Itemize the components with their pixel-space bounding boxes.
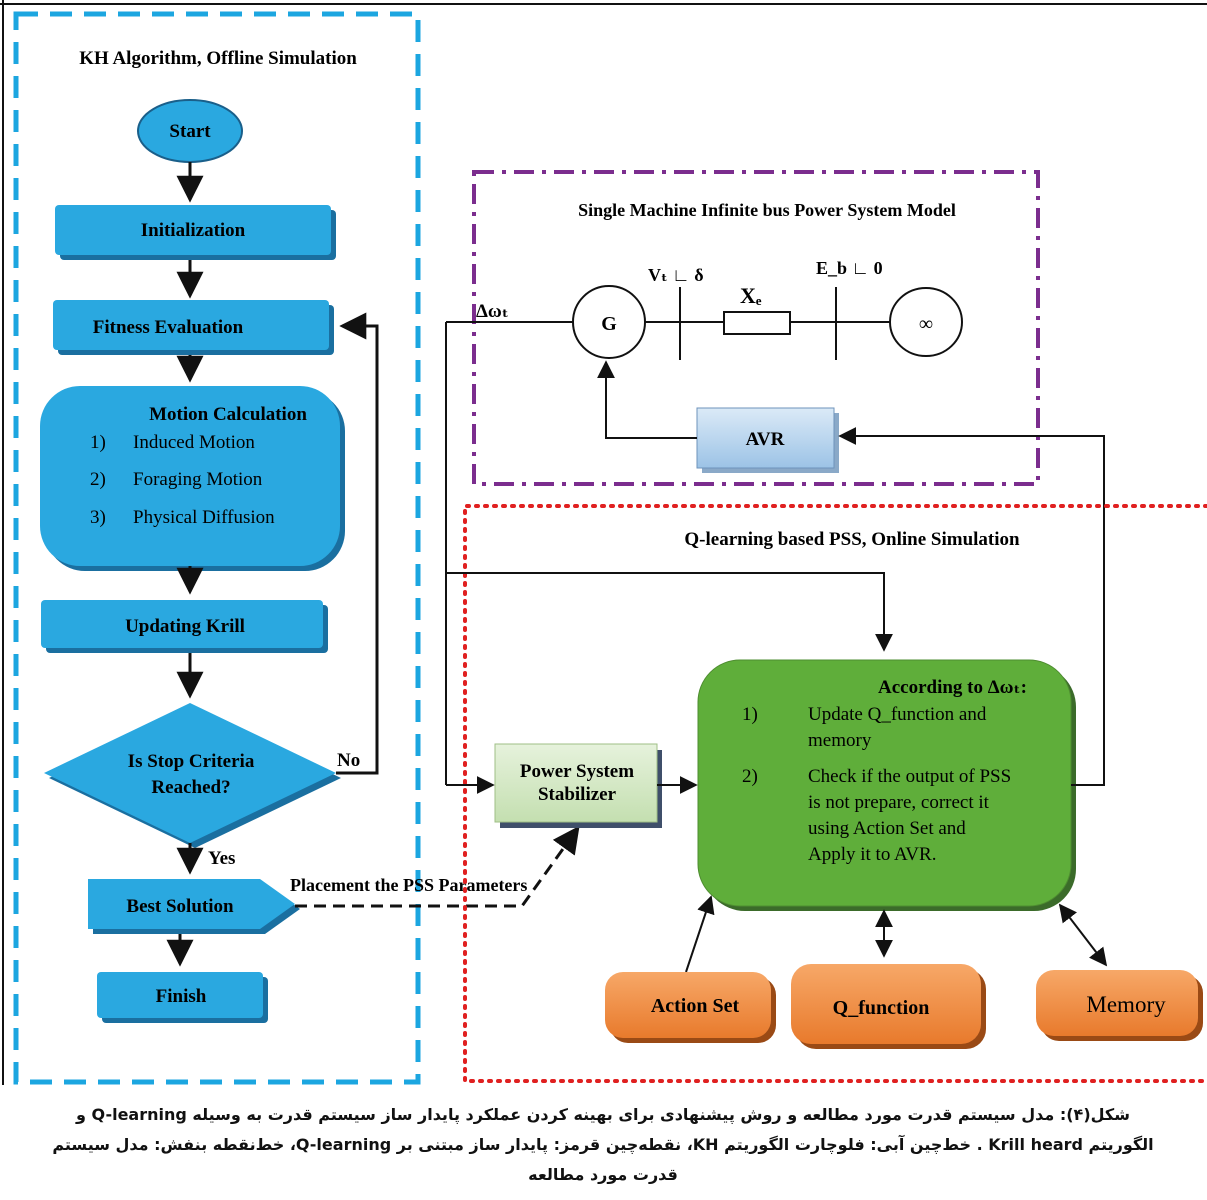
motion-item-num: 3) [90,507,106,528]
fitness-evaluation-label: Fitness Evaluation [93,317,244,338]
step2-line: is not prepare, correct it [808,792,990,813]
motion-item-text: Physical Diffusion [133,507,275,528]
updating-krill-label: Updating Krill [125,616,245,637]
q-function-label: Q_function [833,997,930,1019]
avr-label: AVR [746,429,785,450]
step2-line: Check if the output of PSS [808,766,1011,787]
q-function-box [791,964,981,1044]
smib-panel-title: Single Machine Infinite bus Power System… [578,200,956,220]
caption-line: قدرت مورد مطالعه [528,1165,678,1184]
step2-line: using Action Set and [808,818,966,839]
infinite-label: ∞ [919,313,933,335]
avr-box [696,407,835,469]
step1-line: Update Q_function and [808,704,987,725]
motion-item-text: Induced Motion [133,432,255,453]
step1-line: memory [808,730,872,751]
yes-label: Yes [208,848,235,869]
motion-item-num: 1) [90,432,106,453]
initialization-label: Initialization [141,220,246,241]
no-label: No [337,750,360,771]
stop-criteria-decision [44,703,336,843]
figure-caption: شکل(۴): مدل سیستم قدرت مورد مطالعه و روش… [12,1100,1194,1190]
motion-calculation-title: Motion Calculation [149,404,307,425]
updating-krill-box [41,600,323,648]
generator-label: G [601,313,617,335]
motion-item-text: Foraging Motion [133,469,263,490]
pss-box [494,743,658,823]
q-panel-title: Q-learning based PSS, Online Simulation [684,529,1020,550]
according-label: According to Δωₜ: [878,677,1027,698]
caption-line: شکل(۴): مدل سیستم قدرت مورد مطالعه و روش… [76,1105,1130,1124]
finish-box [97,972,263,1018]
smib-panel-border [472,170,1040,486]
action-set-box [605,972,771,1038]
step2-num: 2) [742,766,758,787]
infinite-bus-symbol [889,287,963,357]
decision-line1: Is Stop Criteria [128,751,255,772]
pss-line2: Stabilizer [538,784,617,805]
line-reactance [723,311,791,335]
best-solution-label: Best Solution [126,896,234,917]
memory-box [1036,970,1198,1036]
fitness-evaluation-box [53,300,329,350]
placement-label: Placement the PSS Parameters [290,875,527,895]
decision-line2: Reached? [151,777,230,798]
start-label: Start [169,121,211,142]
best-solution-box [88,879,295,929]
q-panel-border [463,504,1207,1083]
q-learning-box [697,659,1072,907]
kh-panel-title: KH Algorithm, Offline Simulation [79,48,357,69]
eb-label: E_b ∟ 0 [816,258,883,278]
motion-calculation-box [40,386,340,566]
diagram-canvas: KH Algorithm, Offline Simulation Start I… [0,0,1207,1085]
xe-label: Xₑ [740,283,762,308]
motion-item-num: 2) [90,469,106,490]
kh-panel-border [13,11,421,1085]
action-set-label: Action Set [651,995,740,1017]
step1-num: 1) [742,704,758,725]
memory-label: Memory [1086,992,1166,1017]
caption-line: الگوریتم Krill heard . خط‌چین آبی: فلوچا… [52,1135,1154,1154]
step2-line: Apply it to AVR. [808,844,936,865]
initialization-box [55,205,331,255]
pss-line1: Power System [520,761,634,782]
finish-label: Finish [156,986,207,1007]
vt-label: Vₜ ∟ δ [648,265,704,285]
delta-omega-label: Δωₜ [476,301,509,322]
